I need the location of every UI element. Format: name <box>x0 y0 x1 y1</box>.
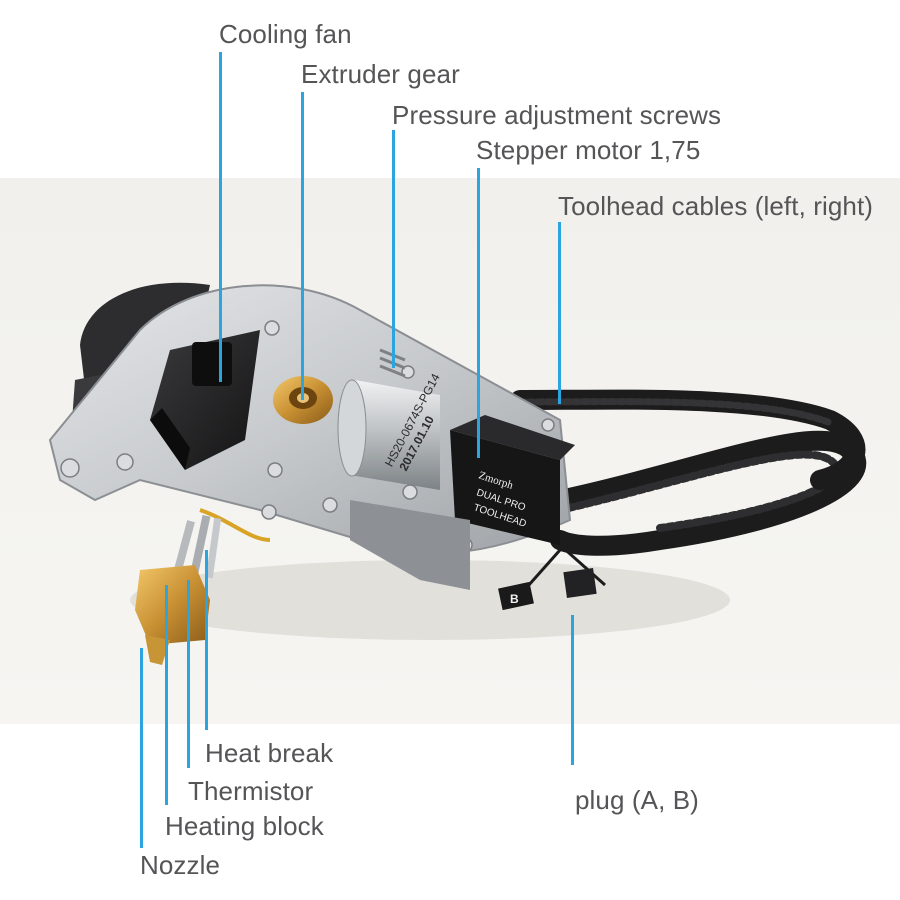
leader-thermistor <box>187 580 190 768</box>
leader-stepper-motor <box>477 168 480 458</box>
plug-tag: B <box>510 592 519 606</box>
label-heating-block: Heating block <box>165 811 324 841</box>
leader-heat-break <box>205 550 208 730</box>
leader-pressure-screws <box>392 130 395 368</box>
label-plug: plug (A, B) <box>575 785 699 815</box>
label-thermistor: Thermistor <box>188 776 314 806</box>
label-toolhead-cables: Toolhead cables (left, right) <box>558 191 874 221</box>
label-cooling-fan: Cooling fan <box>219 19 352 49</box>
leader-nozzle <box>140 648 143 848</box>
nozzle-tip <box>145 635 170 665</box>
cable-plugs: B <box>498 543 606 611</box>
cooling-fan <box>150 330 260 470</box>
label-heat-break: Heat break <box>205 738 334 768</box>
heating-block <box>135 565 210 645</box>
leader-cooling-fan <box>219 52 222 382</box>
leader-heating-block <box>165 585 168 805</box>
label-pressure-screws: Pressure adjustment screws <box>392 100 722 130</box>
label-stepper-motor: Stepper motor 1,75 <box>476 135 701 165</box>
leader-plug <box>571 615 574 765</box>
label-nozzle: Nozzle <box>140 850 221 880</box>
leader-extruder-gear <box>301 92 304 400</box>
label-extruder-gear: Extruder gear <box>301 59 460 89</box>
leader-toolhead-cables <box>558 222 561 404</box>
stepper-motor-body: HS20-0674S-PG14 2017.01.10 <box>337 371 443 490</box>
wiring <box>199 508 271 542</box>
toolhead-cables <box>510 389 867 556</box>
hotend <box>135 514 222 665</box>
lower-bracket <box>350 500 470 590</box>
toolhead-badge: Zmorph DUAL PRO TOOLHEAD <box>450 415 575 545</box>
